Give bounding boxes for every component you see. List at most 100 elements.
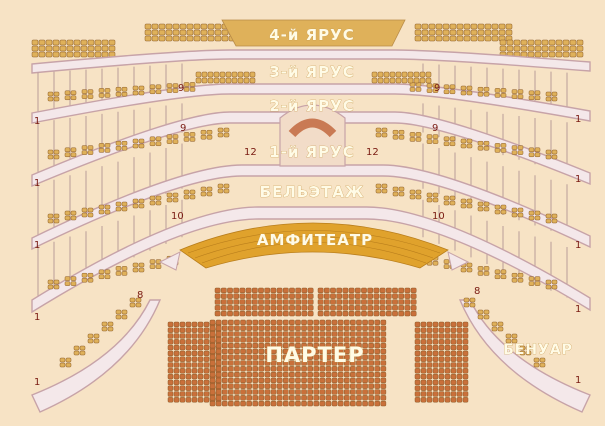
- parterre-seat[interactable]: [325, 360, 332, 366]
- parterre-seat[interactable]: [221, 354, 228, 360]
- parterre-seat[interactable]: [221, 389, 228, 395]
- box-seat[interactable]: [189, 137, 196, 142]
- parterre-seat[interactable]: [319, 400, 326, 407]
- box-seat[interactable]: [138, 85, 145, 91]
- parterre-seat[interactable]: [270, 319, 277, 326]
- parterre-seat[interactable]: [191, 391, 198, 397]
- benoir-seat[interactable]: [483, 314, 490, 320]
- parterre-seat[interactable]: [179, 391, 186, 397]
- tier4-seat[interactable]: [144, 35, 152, 42]
- tier4-seat[interactable]: [576, 39, 584, 46]
- parterre-seat[interactable]: [367, 293, 374, 299]
- parterre-seat[interactable]: [185, 339, 192, 345]
- parterre-seat[interactable]: [307, 371, 313, 378]
- parterre-seat[interactable]: [289, 371, 295, 378]
- parterre-seat[interactable]: [295, 310, 302, 317]
- parterre-seat[interactable]: [361, 310, 367, 317]
- parterre-seat[interactable]: [295, 337, 301, 343]
- parterre-seat[interactable]: [325, 319, 332, 326]
- parterre-seat[interactable]: [209, 366, 216, 372]
- parterre-seat[interactable]: [295, 389, 301, 395]
- parterre-seat[interactable]: [270, 366, 277, 372]
- box-seat[interactable]: [183, 87, 190, 92]
- tier4-seat[interactable]: [80, 51, 88, 58]
- box-seat[interactable]: [138, 138, 145, 144]
- parterre-seat[interactable]: [438, 356, 445, 362]
- parterre-seat[interactable]: [356, 389, 362, 395]
- box-seat[interactable]: [551, 149, 558, 155]
- box-seat[interactable]: [132, 203, 139, 209]
- box-seat[interactable]: [528, 95, 535, 101]
- box-seat[interactable]: [98, 143, 105, 148]
- tier4-seat[interactable]: [541, 45, 549, 52]
- tier4-seat[interactable]: [499, 39, 507, 46]
- parterre-seat[interactable]: [432, 391, 439, 397]
- parterre-seat[interactable]: [167, 339, 174, 345]
- box-seat[interactable]: [64, 152, 71, 158]
- parterre-seat[interactable]: [215, 377, 222, 384]
- box-seat[interactable]: [409, 87, 416, 92]
- parterre-seat[interactable]: [410, 293, 417, 299]
- tier4-seat[interactable]: [73, 39, 81, 46]
- parterre-seat[interactable]: [350, 360, 356, 366]
- box-seat[interactable]: [166, 88, 173, 93]
- parterre-seat[interactable]: [379, 305, 386, 311]
- parterre-seat[interactable]: [246, 377, 252, 384]
- parterre-seat[interactable]: [215, 331, 222, 337]
- parterre-seat[interactable]: [220, 293, 227, 299]
- box-seat[interactable]: [500, 274, 507, 280]
- benoir-seat[interactable]: [59, 362, 66, 368]
- parterre-seat[interactable]: [313, 389, 320, 395]
- parterre-seat[interactable]: [462, 373, 469, 380]
- parterre-seat[interactable]: [179, 321, 186, 328]
- box-seat[interactable]: [551, 279, 558, 285]
- box-seat[interactable]: [53, 279, 60, 285]
- parterre-seat[interactable]: [264, 331, 271, 337]
- box-seat[interactable]: [149, 264, 156, 269]
- box-seat[interactable]: [409, 132, 416, 137]
- tier4-seat[interactable]: [562, 51, 570, 58]
- tier4-seating[interactable]: [31, 19, 584, 58]
- parterre-seat[interactable]: [462, 350, 469, 357]
- amphitheatre-seating[interactable]: [158, 222, 470, 271]
- box-seat[interactable]: [551, 154, 558, 160]
- box-seat[interactable]: [511, 89, 518, 94]
- parterre-seat[interactable]: [319, 354, 326, 360]
- parterre-seat[interactable]: [214, 299, 221, 305]
- box-seat[interactable]: [528, 281, 535, 286]
- box-seat[interactable]: [494, 148, 501, 153]
- tier4-seat[interactable]: [144, 29, 152, 36]
- parterre-seat[interactable]: [313, 400, 320, 407]
- box-seat[interactable]: [466, 138, 473, 144]
- box-seat[interactable]: [517, 145, 524, 150]
- parterre-seat[interactable]: [246, 366, 252, 372]
- parterre-seat[interactable]: [392, 310, 398, 317]
- tier4-seat[interactable]: [435, 23, 443, 30]
- parterre-seat[interactable]: [252, 377, 259, 384]
- parterre-seat[interactable]: [258, 354, 265, 360]
- box-seat[interactable]: [104, 88, 111, 93]
- parterre-seat[interactable]: [414, 373, 421, 380]
- parterre-seat[interactable]: [270, 305, 277, 311]
- parterre-seat[interactable]: [444, 339, 451, 345]
- tier4-seat[interactable]: [534, 51, 542, 58]
- parterre-seat[interactable]: [337, 319, 344, 326]
- parterre-seat[interactable]: [185, 385, 192, 391]
- parterre-seat[interactable]: [414, 356, 421, 362]
- box-seat[interactable]: [415, 137, 422, 142]
- parterre-seat[interactable]: [228, 383, 234, 389]
- parterre-seat[interactable]: [264, 400, 271, 407]
- parterre-seat[interactable]: [289, 377, 295, 384]
- box-seat[interactable]: [432, 260, 439, 266]
- parterre-seat[interactable]: [337, 371, 344, 378]
- parterre-seat[interactable]: [323, 293, 330, 299]
- parterre-seat[interactable]: [246, 395, 252, 401]
- parterre-seat[interactable]: [240, 337, 246, 343]
- parterre-seat[interactable]: [220, 310, 227, 317]
- parterre-seat[interactable]: [426, 362, 433, 368]
- parterre-seat[interactable]: [313, 377, 320, 384]
- parterre-seat[interactable]: [203, 373, 210, 380]
- parterre-seat[interactable]: [414, 385, 421, 391]
- parterre-seat[interactable]: [221, 325, 228, 331]
- box-seat[interactable]: [104, 143, 111, 148]
